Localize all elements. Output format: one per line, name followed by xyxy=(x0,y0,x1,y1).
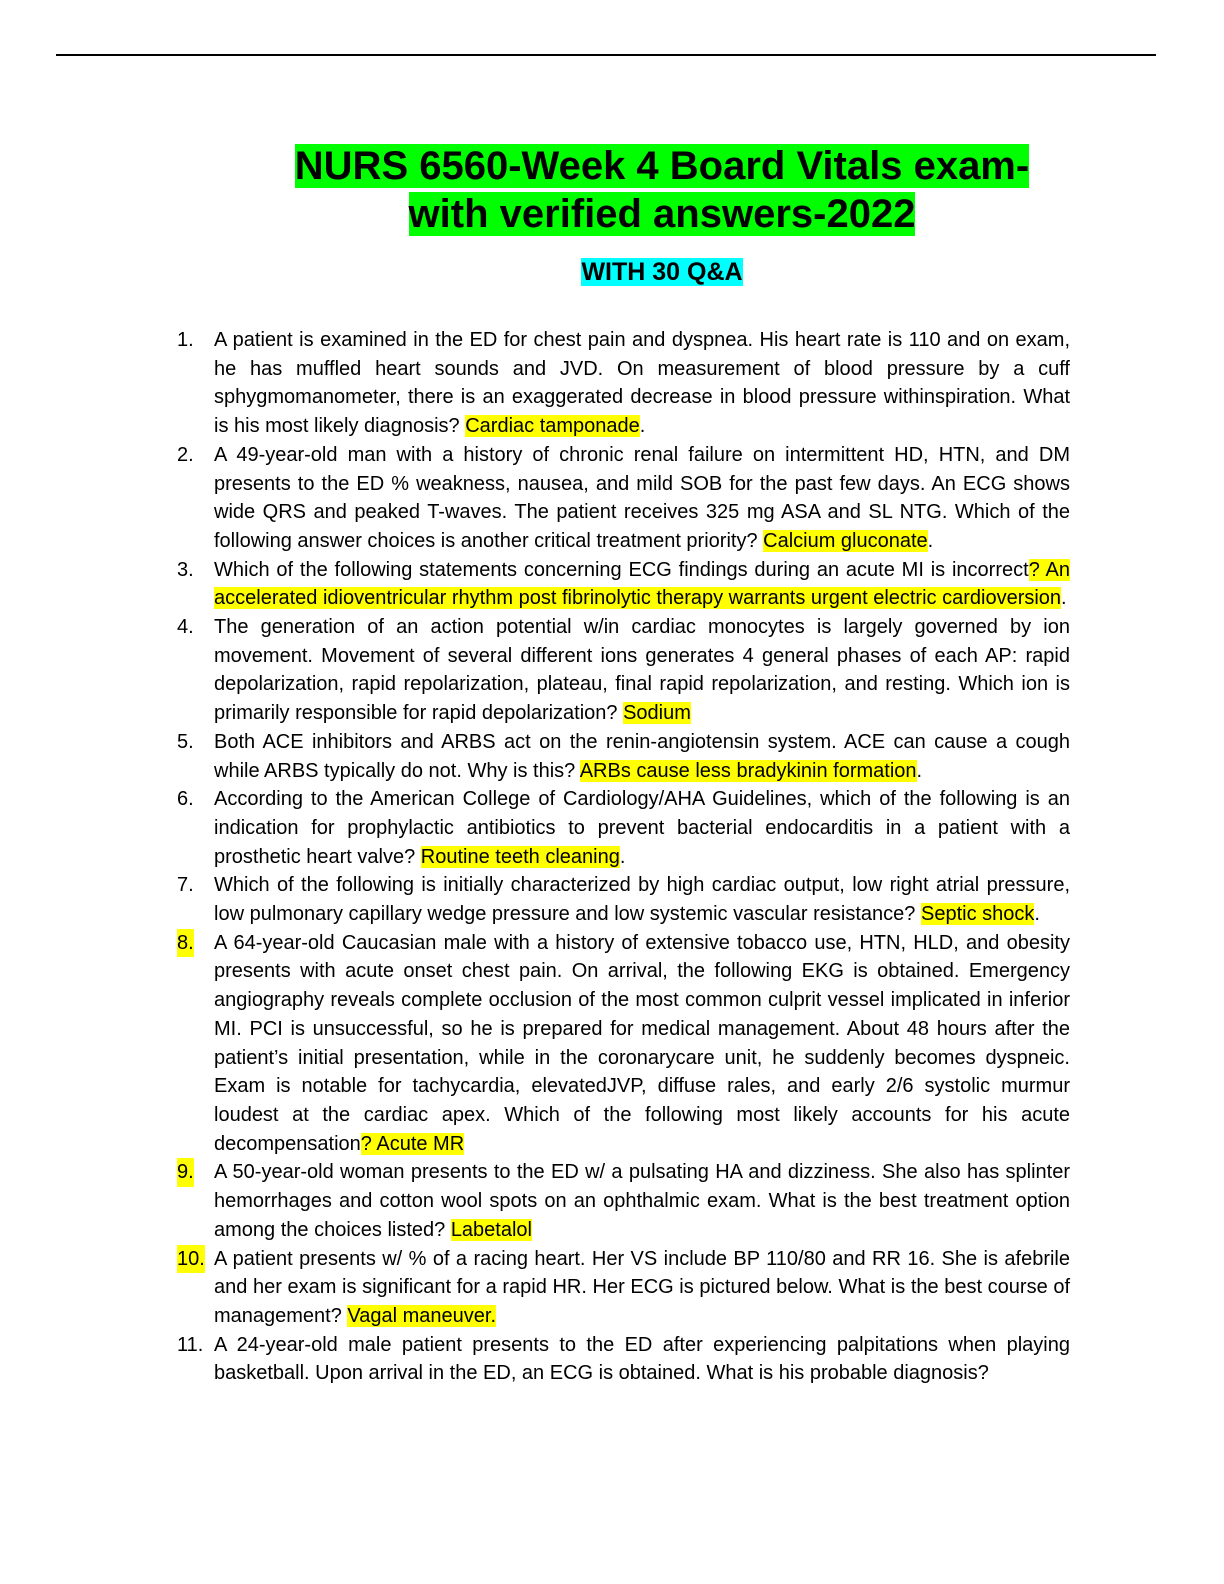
question-number: 5. xyxy=(177,730,194,753)
question-item: 6. According to the American College of C… xyxy=(0,785,1070,871)
question-number: 8. xyxy=(177,928,194,958)
question-text: Which of the following statements concer… xyxy=(214,558,1029,581)
question-text: A patient presents w/ % of a racing hear… xyxy=(214,1247,1070,1327)
top-rule xyxy=(56,54,1156,56)
answer-text: Sodium xyxy=(623,702,691,725)
question-text: According to the American College of Car… xyxy=(214,788,1070,868)
question-text: Both ACE inhibitors and ARBS act on the … xyxy=(214,730,1070,782)
question-text: A 49-year-old man with a history of chro… xyxy=(214,443,1070,552)
question-item: 1. A patient is examined in the ED for ch… xyxy=(0,326,1070,441)
answer-text: Cardiac tamponade xyxy=(465,415,640,438)
answer-tail: . xyxy=(927,529,934,552)
question-item: 7. Which of the following is initially ch… xyxy=(0,871,1070,928)
answer-text: Labetalol xyxy=(450,1218,532,1241)
document-subtitle: WITH 30 Q&A xyxy=(150,256,1174,288)
question-text: A patient is examined in the ED for ches… xyxy=(214,329,1070,438)
question-number: 10. xyxy=(177,1244,205,1274)
question-number: 6. xyxy=(177,788,194,811)
question-number: 3. xyxy=(177,558,194,581)
question-item: 3. Which of the following statements conc… xyxy=(0,556,1070,613)
answer-text: Calcium gluconate xyxy=(763,529,928,552)
question-item: 10. A patient presents w/ % of a racing h… xyxy=(0,1244,1070,1331)
document-title: NURS 6560-Week 4 Board Vitals exam- with… xyxy=(150,142,1174,238)
question-text: A 64-year-old Caucasian male with a hist… xyxy=(214,931,1070,1155)
question-item: 11. A 24-year-old male patient presents t… xyxy=(0,1331,1070,1388)
subtitle-text: WITH 30 Q&A xyxy=(581,258,743,286)
answer-text: Septic shock xyxy=(920,903,1035,926)
question-list: 1. A patient is examined in the ED for ch… xyxy=(0,326,1224,1388)
question-item: 2. A 49-year-old man with a history of ch… xyxy=(0,441,1070,556)
title-line-2: with verified answers-2022 xyxy=(408,192,916,236)
question-number: 2. xyxy=(177,443,194,466)
answer-tail: . xyxy=(639,415,646,438)
answer-tail: . xyxy=(1034,903,1040,926)
question-text: A 50-year-old woman presents to the ED w… xyxy=(214,1161,1070,1241)
question-text: The generation of an action potential w/… xyxy=(214,616,1070,725)
question-number: 1. xyxy=(177,329,194,351)
question-number: 9. xyxy=(177,1158,194,1188)
answer-tail: . xyxy=(619,845,626,868)
question-text: A 24-year-old male patient presents to t… xyxy=(214,1333,1070,1385)
question-number: 11. xyxy=(177,1333,204,1356)
answer-tail: . xyxy=(1061,587,1067,610)
answer-text: ARBs cause less bradykinin formation xyxy=(579,759,917,782)
question-item: 9. A 50-year-old woman presents to the ED… xyxy=(0,1158,1070,1244)
title-line-1: NURS 6560-Week 4 Board Vitals exam- xyxy=(294,144,1030,188)
answer-tail: . xyxy=(916,759,923,782)
question-item: 8. A 64-year-old Caucasian male with a hi… xyxy=(0,928,1070,1159)
question-number: 7. xyxy=(177,874,194,897)
answer-text: Routine teeth cleaning xyxy=(420,845,620,868)
answer-text: Vagal maneuver. xyxy=(347,1304,497,1327)
question-number: 4. xyxy=(177,616,194,639)
question-item: 4. The generation of an action potential … xyxy=(0,613,1070,728)
answer-text: ? Acute MR xyxy=(360,1132,465,1155)
question-item: 5. Both ACE inhibitors and ARBS act on th… xyxy=(0,728,1070,785)
question-text: Which of the following is initially char… xyxy=(214,874,1070,926)
